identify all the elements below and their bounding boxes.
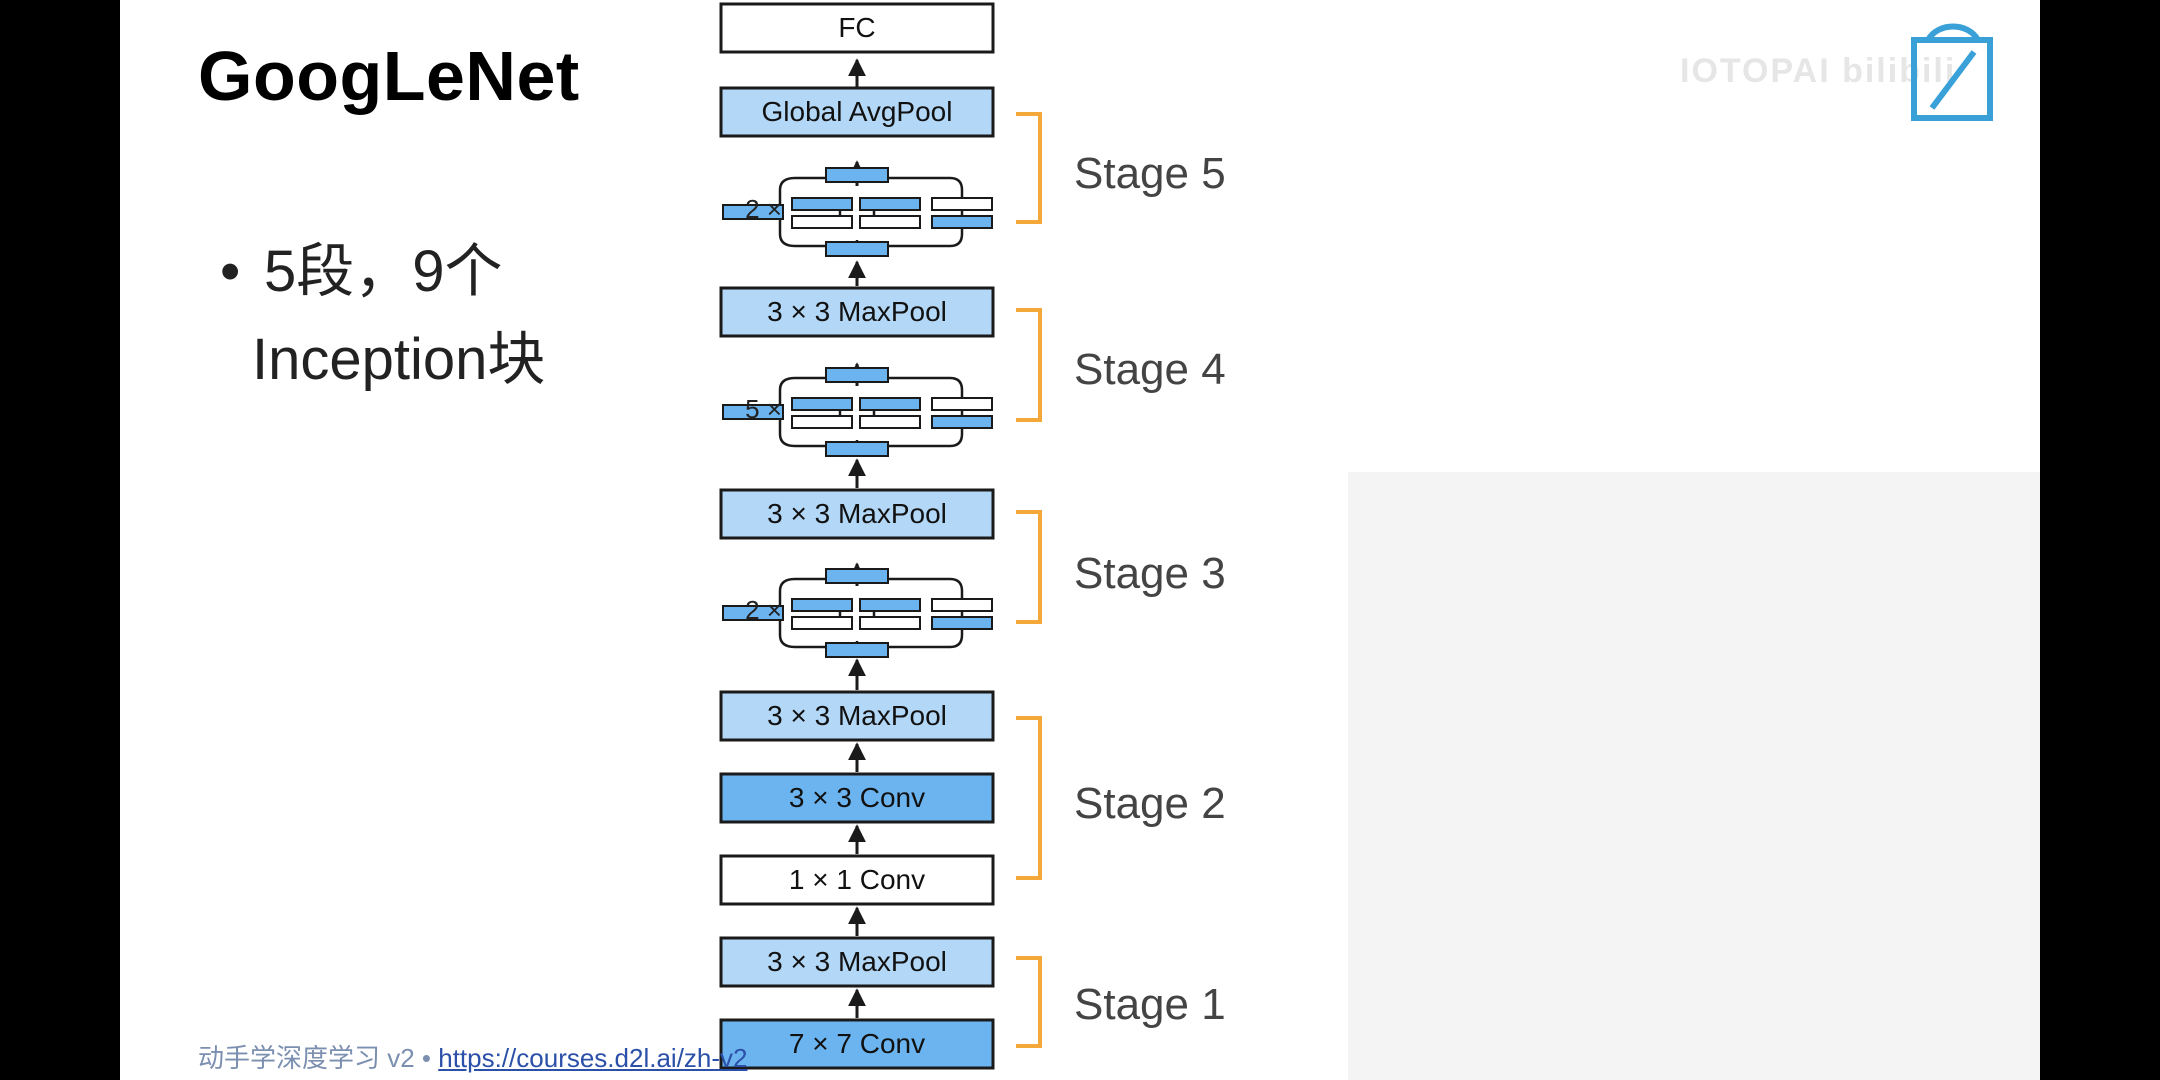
label-stage4-maxpool: 3 × 3 MaxPool <box>767 296 947 327</box>
slide: GoogLeNet • 5段，9个 Inception块 <box>120 0 2040 1080</box>
bullet-line-2: Inception块 <box>252 327 546 392</box>
watermark-text: IOTOPAI bilibili <box>1680 52 1957 90</box>
googlenet-architecture-diagram: 7 × 7 Conv 3 × 3 MaxPool 1 × 1 Conv 3 × … <box>719 2 1226 1070</box>
inception-concat-box <box>825 167 889 183</box>
inception-inner-box <box>791 616 853 630</box>
label-fc: FC <box>838 12 875 43</box>
bilibili-logo-icon <box>1911 23 1993 121</box>
inception-inner-box <box>931 215 993 229</box>
inception-path <box>778 613 833 649</box>
box-fc: FC <box>719 2 995 54</box>
stage1-label: Stage 1 <box>1074 980 1226 1029</box>
stage5-label: Stage 5 <box>1074 149 1226 198</box>
inception-inner-box <box>859 616 921 630</box>
inception-block-stage4 <box>722 367 993 457</box>
inception-inner-box <box>931 197 993 211</box>
label-1x1-conv: 1 × 1 Conv <box>789 864 925 895</box>
inception-block-stage3 <box>722 568 993 658</box>
label-global-avgpool: Global AvgPool <box>762 96 953 127</box>
inception-inner-box <box>931 616 993 630</box>
stage-brackets <box>1016 112 1042 1048</box>
inception-path <box>881 376 964 448</box>
label-7x7-conv: 7 × 7 Conv <box>789 1028 925 1059</box>
inception-path <box>881 577 964 649</box>
inception-path <box>778 212 833 248</box>
stage3-label: Stage 3 <box>1074 549 1226 598</box>
inception-input-box <box>825 241 889 257</box>
inception-inner-box <box>791 215 853 229</box>
inception-inner-box <box>931 397 993 411</box>
footer-text: 动手学深度学习 v2 • <box>198 1043 439 1073</box>
label-stage2-maxpool: 3 × 3 MaxPool <box>767 700 947 731</box>
inception-path <box>778 577 833 613</box>
label-3x3-conv: 3 × 3 Conv <box>789 782 925 813</box>
inception-branch-box <box>722 404 784 420</box>
box-stage4-maxpool: 3 × 3 MaxPool <box>719 286 995 338</box>
stage2-label: Stage 2 <box>1074 779 1226 828</box>
slide-title: GoogLeNet <box>198 37 580 115</box>
inception-inner-box <box>791 598 853 612</box>
stage4-label: Stage 4 <box>1074 345 1226 394</box>
repeat-label-stage4: 5 × <box>745 394 782 424</box>
bracket-stage2 <box>1016 716 1042 880</box>
box-stage3-maxpool: 3 × 3 MaxPool <box>719 488 995 540</box>
inception-path <box>778 376 833 412</box>
bracket-stage1 <box>1016 956 1042 1048</box>
inception-inner-box <box>791 397 853 411</box>
bracket-stage5 <box>1016 112 1042 224</box>
inception-path <box>778 412 833 448</box>
bracket-stage4 <box>1016 308 1042 422</box>
box-1x1-conv: 1 × 1 Conv <box>719 854 995 906</box>
label-stage1-maxpool: 3 × 3 MaxPool <box>767 946 947 977</box>
inception-inner-box <box>931 598 993 612</box>
inception-inner-box <box>791 197 853 211</box>
inception-inner-box <box>859 215 921 229</box>
box-7x7-conv: 7 × 7 Conv <box>719 1018 995 1070</box>
inception-branch-box <box>722 605 784 621</box>
repeat-label-stage3: 2 × <box>745 595 782 625</box>
inception-block-stage5 <box>722 167 993 257</box>
inception-inner-box <box>931 415 993 429</box>
speaker-video-area <box>1348 472 2040 1080</box>
inception-inner-box <box>859 397 921 411</box>
inception-concat-box <box>825 568 889 584</box>
inception-inner-box <box>859 415 921 429</box>
box-stage1-maxpool: 3 × 3 MaxPool <box>719 936 995 988</box>
inception-branch-box <box>722 204 784 220</box>
box-stage2-maxpool: 3 × 3 MaxPool <box>719 690 995 742</box>
footer-link[interactable]: https://courses.d2l.ai/zh-v2 <box>438 1043 748 1073</box>
bullet-line-1: 5段，9个 <box>264 239 503 304</box>
bracket-stage3 <box>1016 510 1042 624</box>
inception-path <box>778 176 833 212</box>
inception-input-box <box>825 642 889 658</box>
label-stage3-maxpool: 3 × 3 MaxPool <box>767 498 947 529</box>
repeat-label-stage5: 2 × <box>745 194 782 224</box>
inception-path <box>881 176 964 248</box>
box-3x3-conv: 3 × 3 Conv <box>719 772 995 824</box>
inception-inner-box <box>859 598 921 612</box>
slide-footer: 动手学深度学习 v2 • https://courses.d2l.ai/zh-v… <box>198 1038 748 1075</box>
inception-concat-box <box>825 367 889 383</box>
inception-input-box <box>825 441 889 457</box>
bullet-dot: • <box>220 239 241 304</box>
inception-inner-box <box>791 415 853 429</box>
box-global-avgpool: Global AvgPool <box>719 86 995 138</box>
inception-inner-box <box>859 197 921 211</box>
